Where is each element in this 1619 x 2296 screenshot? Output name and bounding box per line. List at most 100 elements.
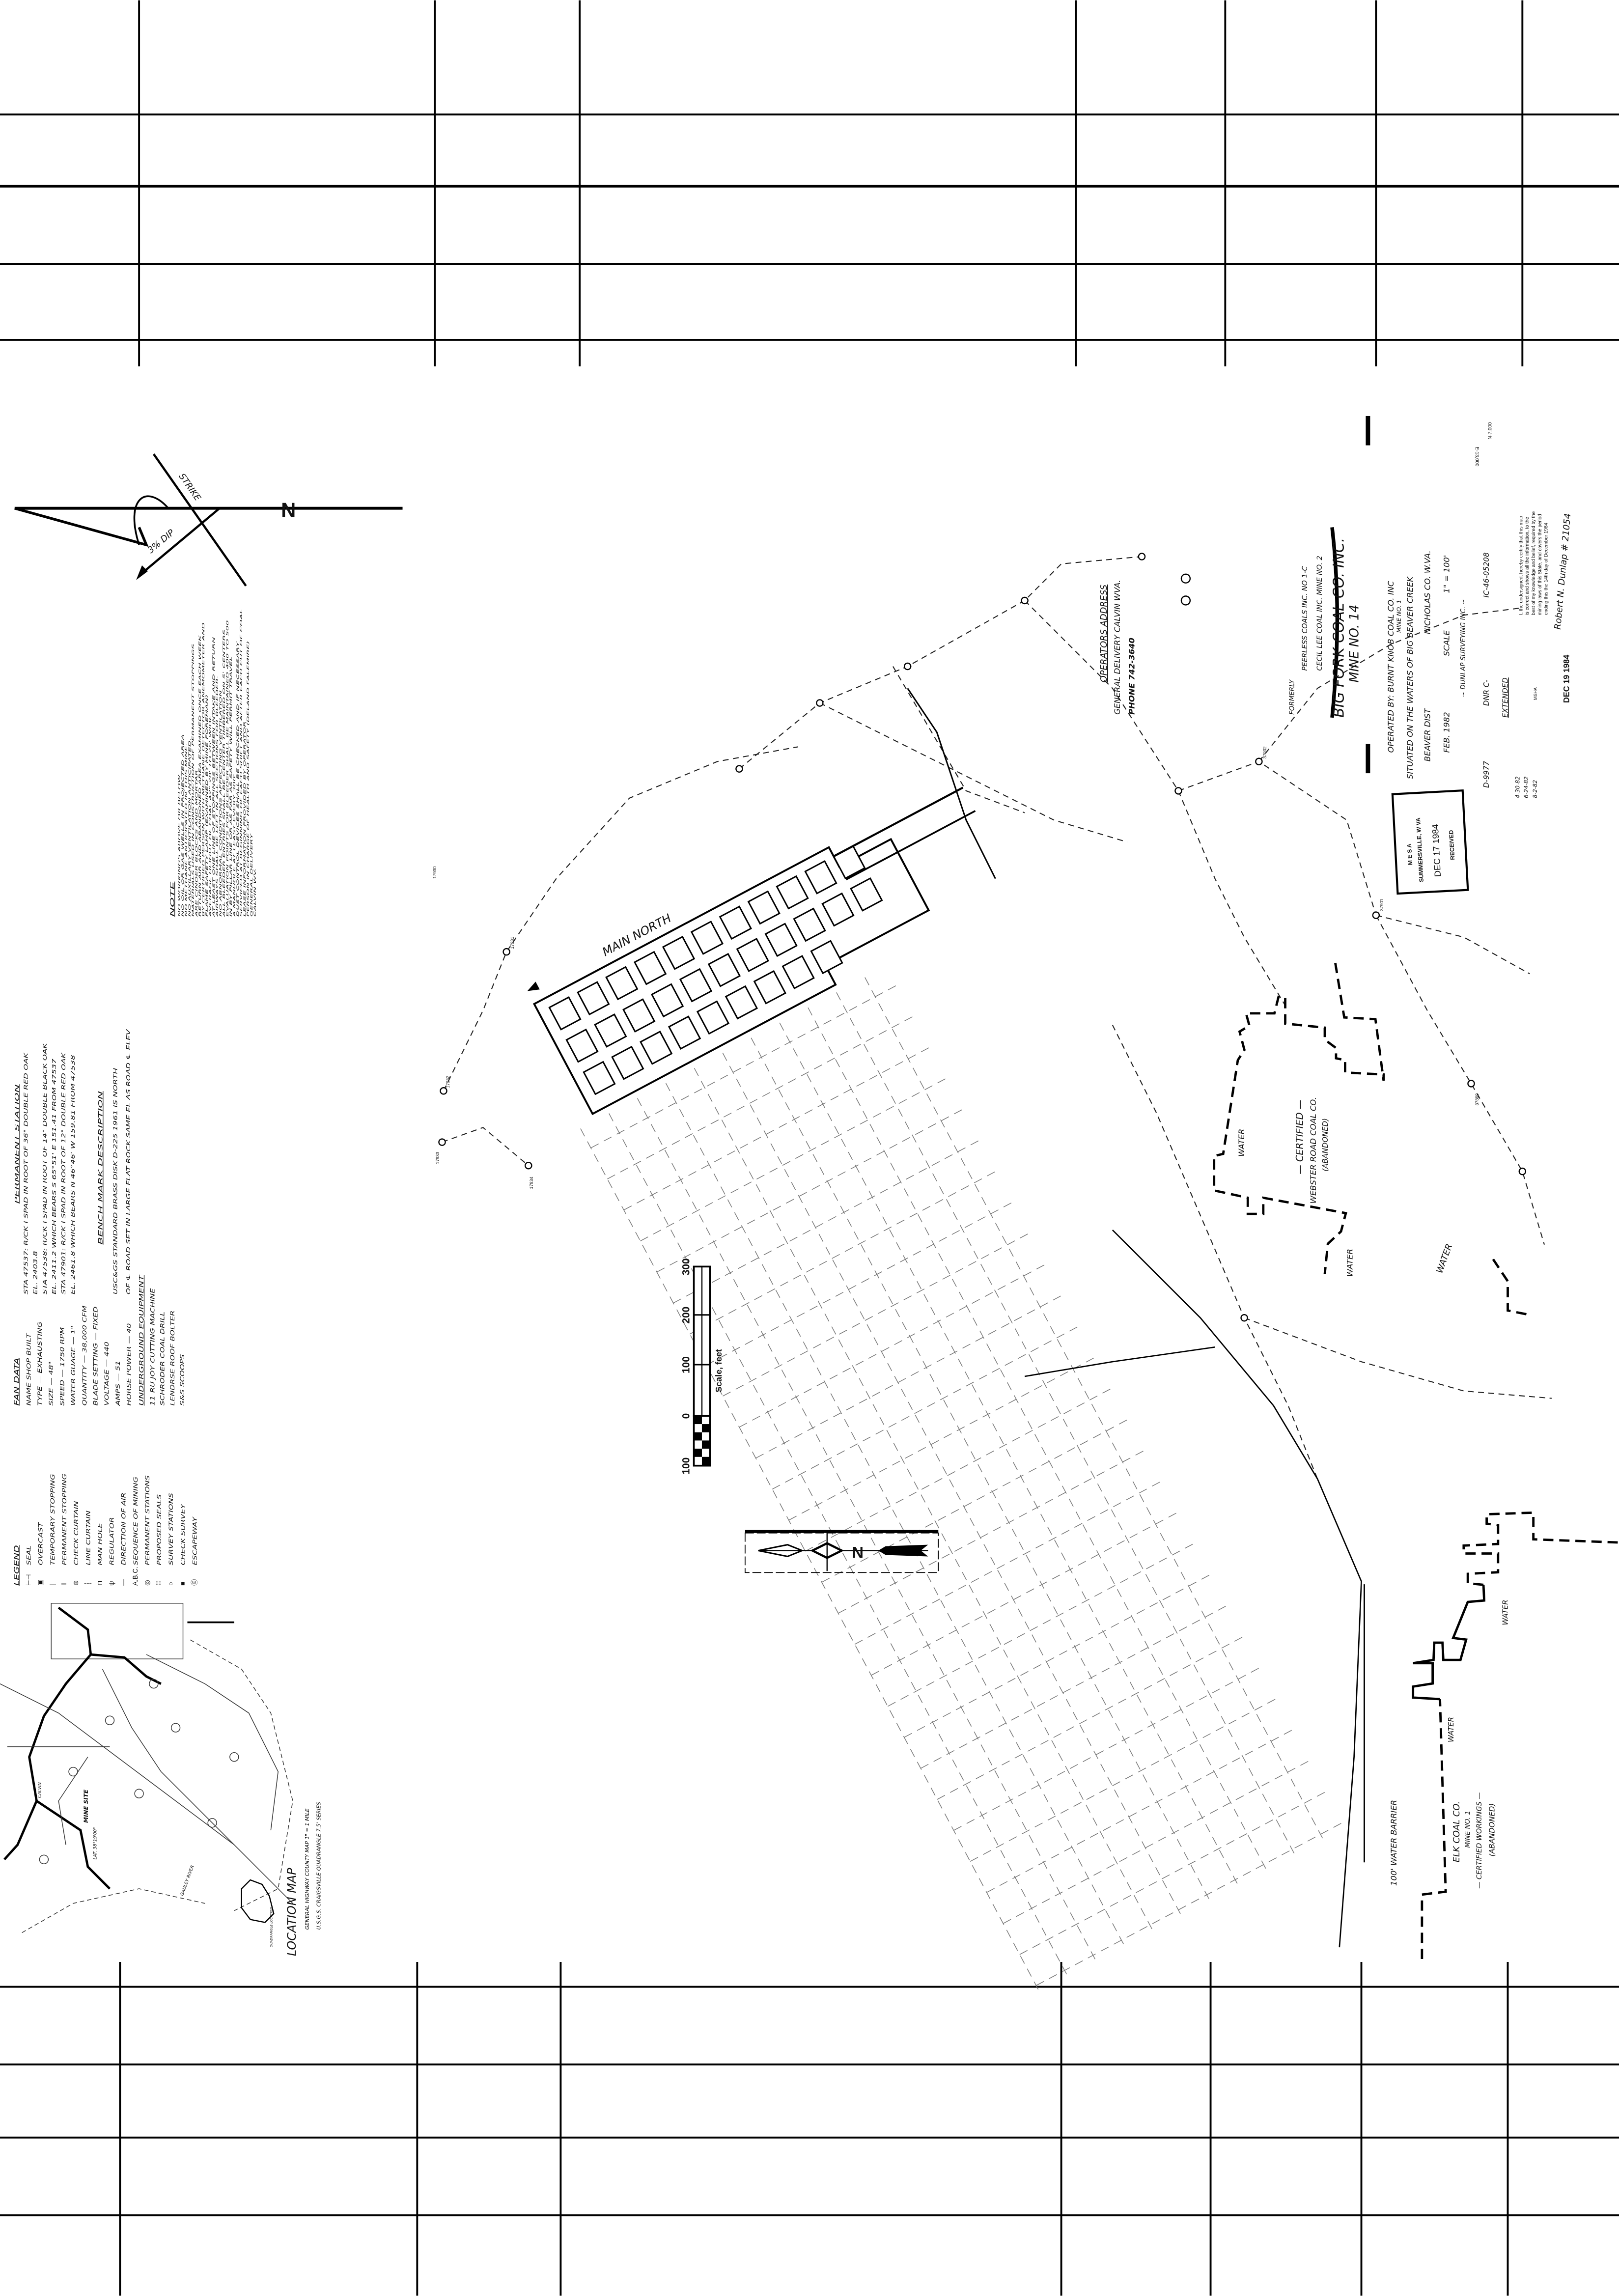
arrow-fletching-icon (878, 1544, 928, 1557)
crosscut-line (887, 1541, 1199, 1707)
district: BEAVER DIST (1423, 707, 1432, 761)
survey-station-icon: ○ (167, 1582, 174, 1586)
entry-line (751, 1037, 1212, 1904)
water-barrier-label: 100' WATER BARRIER (1389, 1800, 1398, 1886)
crosscut-line (623, 1044, 934, 1210)
strike-label: STRIKE (176, 472, 203, 503)
crosscut-line (772, 1324, 1083, 1490)
station-line: EL. 2411.2 WHICH BEARS S 65°51' E 151.41… (52, 1059, 57, 1294)
mining-sequence-icon: A.B.C. (132, 1567, 139, 1586)
legend: LEGEND ⊢⊣SEAL▣OVERCAST|TEMPORARY STOPPIN… (13, 1474, 198, 1586)
webster-road-area: — CERTIFIED — WEBSTER ROAD COAL CO. (ABA… (1213, 957, 1530, 1316)
equipment-line: LENDRSE ROOF BOLTER (169, 1311, 176, 1406)
entry-line (836, 992, 1297, 1859)
county: NICHOLAS CO. W.VA. (1423, 550, 1432, 634)
coal-pillar (594, 1013, 627, 1048)
equipment-line: S&S SCOOPS (179, 1354, 186, 1406)
coal-pillar (679, 968, 713, 1003)
note-line: SERVICED AT BEGINNING OF EACH SHIFT AND … (240, 609, 244, 917)
regulator-icon: ψ (108, 1581, 115, 1586)
msha-date: DEC 19 1984 (1563, 654, 1571, 703)
crosscut-line (1003, 1758, 1314, 1924)
operators-phone: PHONE 742-3640 (1127, 638, 1137, 715)
situated-on: SITUATED ON THE WATERS OF BIG BEAVER CRE… (1405, 576, 1415, 779)
scale-tick-label: 200 (681, 1307, 692, 1324)
fan-data-line: SIZE — 48" (48, 1361, 55, 1405)
survey-station-label: 37899 (1475, 1093, 1479, 1106)
survey-traverses: 17931 17932 17933 17934 17930 37901 3790… (432, 553, 1552, 1948)
crosscut-line (953, 1665, 1264, 1831)
note-line: DUST CONTROL DEVICES SHALL BE CHECKED AN… (236, 641, 240, 917)
entry-line (609, 1113, 1070, 1980)
operators-address-header: OPERATORS ADDRESS (1099, 585, 1109, 682)
equipment-block: UNDERGROUND EQUIPMENT 11-RU JOY CUTTING … (138, 1274, 186, 1405)
station-line: EL. 2461.8 WHICH BEARS N 46°46' W 159.81… (70, 1055, 76, 1294)
quadrangle-label: QUADRANGLE LOCATION (269, 1907, 273, 1948)
coal-pillar (707, 952, 741, 987)
crosscut-line (937, 1634, 1248, 1800)
extension-date: 8-2-82 (1532, 780, 1538, 798)
legend-item-label: CHECK CURTAIN (73, 1501, 80, 1565)
certification-line: ending this the 14th day of December 198… (1544, 523, 1549, 615)
surveyor: ~ DUNLAP SURVEYING INC. ~ (1460, 599, 1467, 697)
legend-item-label: SURVEY STATIONS (168, 1493, 174, 1565)
bench-mark-header: BENCH MARK DESCRIPTION (97, 1091, 104, 1244)
water-label: WATER (1501, 1600, 1510, 1625)
webster-name-label: WEBSTER ROAD COAL CO. (1309, 1097, 1318, 1204)
check-survey-icon: ■ (179, 1582, 186, 1586)
crosscut-line (838, 1448, 1149, 1614)
permit-d: D-9977 (1482, 761, 1491, 788)
permanent-station-lines: STA 47537: R/CK I SPAD IN ROOT OF 36" DO… (23, 1042, 76, 1294)
bottom-grid (0, 1961, 1619, 2296)
certification-line: I, the undersigned, hereby certify that … (1518, 516, 1524, 616)
station-line: STA 47538: R/CK I SPAD IN ROOT OF 14" DO… (42, 1042, 48, 1294)
equipment-line: 11-RU JOY CUTTING MACHINE (149, 1288, 156, 1406)
fan-data-line: HORSE POWER — 40 (126, 1323, 132, 1406)
strike-dip-arrow: STRIKE 3% DIP N (14, 453, 403, 587)
coal-pillar (583, 1061, 616, 1095)
crosscut-line (805, 1386, 1116, 1552)
scale-tick-label: 300 (681, 1258, 692, 1275)
scale-value: 1" = 100' (1442, 555, 1451, 593)
escapeway-icon: Ⓔ (191, 1579, 198, 1586)
projected-workings (580, 977, 1347, 1995)
coal-pillar (725, 985, 758, 1020)
note-line: EVALUATION POINTS FOR BLEEDER SHALL BE M… (226, 620, 230, 917)
fan-data-line: QUANTITY — 38,000 CFM (82, 1306, 88, 1406)
elk-name-label: ELK COAL CO. (1452, 1801, 1462, 1863)
operators-address: OPERATORS ADDRESS GENERAL DELIVERY CALVI… (1099, 580, 1137, 715)
crosscut-line (739, 1261, 1050, 1428)
legend-item-label: OVERCAST (38, 1522, 44, 1566)
survey-station-label: 37902 (1262, 746, 1267, 758)
proposed-seal-icon: ⁞⁞⁞ (155, 1580, 163, 1586)
top-grid (0, 0, 1619, 366)
survey-station-label: 17933 (435, 1152, 440, 1164)
note-line: NO WORKINGS ABOVE OR BELOW. (178, 773, 182, 917)
permanent-station-block: PERMANENT STATION (14, 1084, 21, 1204)
stamp-city: SUMMERSVILLE, W VA (1415, 817, 1425, 882)
note-line: AVERAGE HEIGHT OF COAL 42" 20' TO 26' WI… (209, 712, 213, 917)
note-line: CALVIN WV. (253, 868, 257, 917)
coal-pillar (696, 1000, 730, 1035)
coal-pillar (719, 905, 752, 940)
coal-pillar (640, 1031, 673, 1065)
scale-tick-label: 100 (681, 1457, 692, 1475)
north-label: N (852, 1543, 864, 1561)
legend-item-label: CHECK SURVEY (180, 1503, 186, 1565)
elk-status-label: (ABANDONED) (1488, 1803, 1497, 1857)
coal-pillar (776, 875, 809, 910)
note-line: AT LEAST ONE LINE OF STOPPINGS BETWEEN I… (212, 637, 216, 917)
operated-mine: MINE NO. 1 (1396, 600, 1402, 633)
coal-pillar (605, 966, 639, 1001)
extension-date: 4-30-82 (1514, 777, 1521, 798)
legend-item-label: SEQUENCE OF MINING (133, 1477, 139, 1565)
note-line: NO AUXILLARY VENTILATION ANTICIPATED. (188, 738, 192, 917)
company-name: BIG FORK COAL CO. INC. (1331, 538, 1348, 718)
bench-mark-line: OF ℄ ROAD SET IN LARGE FLAT ROCK SAME EL… (126, 1029, 132, 1294)
entry-line (665, 1083, 1127, 1950)
fan-data-line: NAME SHOP BUILT (26, 1333, 32, 1406)
crosscut-line (921, 1603, 1231, 1769)
fan-data-header: FAN DATA (13, 1358, 21, 1406)
crosscut-line (788, 1355, 1099, 1521)
elk-mine-label: MINE NO. 1 (1464, 1811, 1472, 1848)
